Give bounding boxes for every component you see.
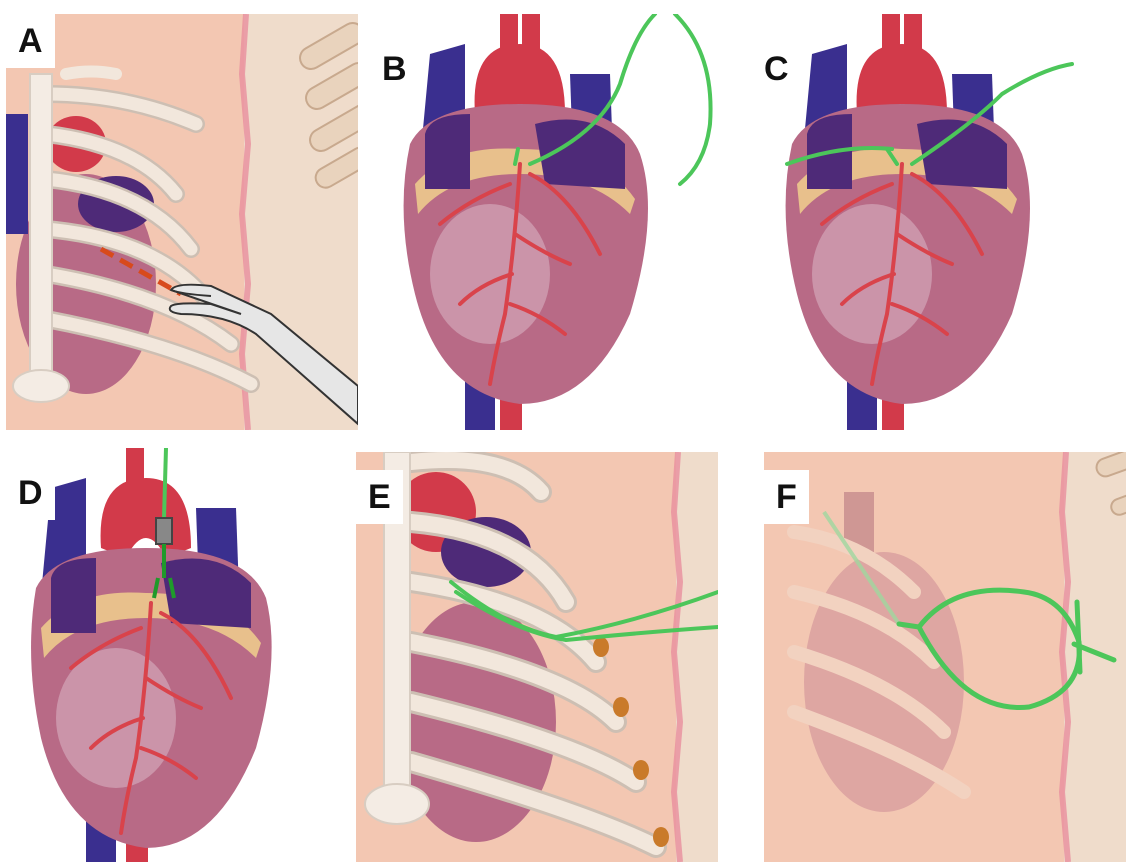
panel-c-illustration <box>752 14 1118 430</box>
sternum <box>30 74 52 374</box>
panel-b-illustration <box>370 14 736 430</box>
panel-label-c: C <box>752 42 801 96</box>
panel-d: D <box>6 448 296 862</box>
panel-label-f: F <box>764 470 809 524</box>
panel-f-illustration <box>764 452 1126 862</box>
panel-b: B <box>370 14 736 430</box>
panel-e-illustration <box>356 452 718 862</box>
panel-a: A <box>6 14 358 430</box>
panel-f: F <box>764 452 1126 862</box>
panel-e: E <box>356 452 718 862</box>
panel-c: C <box>752 14 1118 430</box>
panel-label-d: D <box>6 466 55 520</box>
panel-label-e: E <box>356 470 403 524</box>
panel-label-a: A <box>6 14 55 68</box>
panel-label-b: B <box>370 42 419 96</box>
panel-a-illustration <box>6 14 358 430</box>
